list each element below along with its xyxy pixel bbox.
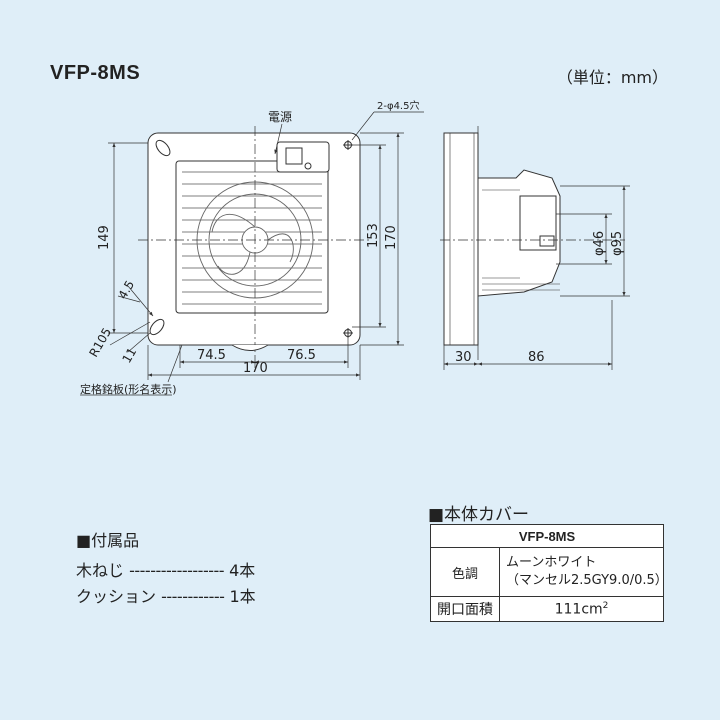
accessory-name: クッション	[76, 587, 157, 606]
power-box	[276, 141, 330, 173]
dim-phi95: φ95	[610, 231, 625, 256]
cover-model-header: VFP-8MS	[430, 524, 664, 548]
dim-4-5: 4.5	[115, 278, 137, 302]
front-view	[138, 126, 370, 356]
nameplate-label: 定格銘板(形名表示)	[80, 382, 177, 396]
color-munsell: （マンセル2.5GY9.0/0.5）	[506, 573, 668, 588]
cover-spec-table: VFP-8MS 色調 ムーンホワイト （マンセル2.5GY9.0/0.5） 開口…	[430, 524, 668, 622]
accessory-leader: ------------	[161, 587, 225, 606]
color-label: 色調	[430, 547, 500, 597]
front-dimension-text: 電源 2-φ4.5穴 149 4.5 R105 11 153 170 74.5 …	[80, 99, 419, 396]
mounting-hole-top-right	[343, 140, 353, 150]
dim-R105: R105	[86, 325, 114, 359]
accessory-row: 木ねじ ------------------ 4本	[76, 557, 255, 581]
area-label: 開口面積	[430, 596, 500, 622]
dim-30: 30	[455, 350, 472, 365]
accessory-row: クッション ------------ 1本	[76, 583, 256, 607]
level-mark-top	[155, 139, 171, 157]
color-value: ムーンホワイト （マンセル2.5GY9.0/0.5）	[499, 547, 668, 597]
holes-label: 2-φ4.5穴	[377, 99, 419, 112]
dim-153: 153	[366, 223, 381, 248]
accessory-name: 木ねじ	[76, 561, 125, 580]
side-grille-plate	[443, 132, 479, 346]
color-name: ムーンホワイト	[506, 555, 597, 570]
nameplate-tab	[231, 344, 269, 351]
accessory-qty: 1本	[229, 587, 256, 606]
area-value: 111cm2	[499, 596, 664, 622]
dim-170-horizontal: 170	[243, 361, 268, 376]
side-view	[440, 126, 625, 360]
area-number: 111cm	[554, 601, 603, 618]
mounting-hole-bottom-right	[343, 328, 353, 338]
accessory-qty: 4本	[229, 561, 256, 580]
dim-74-5: 74.5	[197, 348, 226, 363]
accessory-leader: ------------------	[129, 561, 225, 580]
side-dimensions	[443, 185, 630, 370]
dim-149: 149	[97, 225, 112, 250]
dim-170-vertical: 170	[384, 225, 399, 250]
dim-86: 86	[528, 350, 545, 365]
front-dimensions	[108, 111, 424, 383]
area-exponent: 2	[602, 600, 609, 611]
side-dimension-text: φ46 φ95 30 86	[455, 231, 625, 365]
cover-heading: ■本体カバー	[428, 505, 530, 525]
accessories-heading: ■付属品	[76, 531, 140, 550]
unit-label: （単位：mm）	[556, 68, 668, 87]
model-title: VFP-8MS	[50, 62, 141, 84]
dim-76-5: 76.5	[287, 348, 316, 363]
power-label: 電源	[268, 110, 292, 124]
dim-11: 11	[119, 345, 139, 365]
level-mark-bottom	[149, 318, 165, 336]
dim-phi46: φ46	[592, 231, 607, 256]
